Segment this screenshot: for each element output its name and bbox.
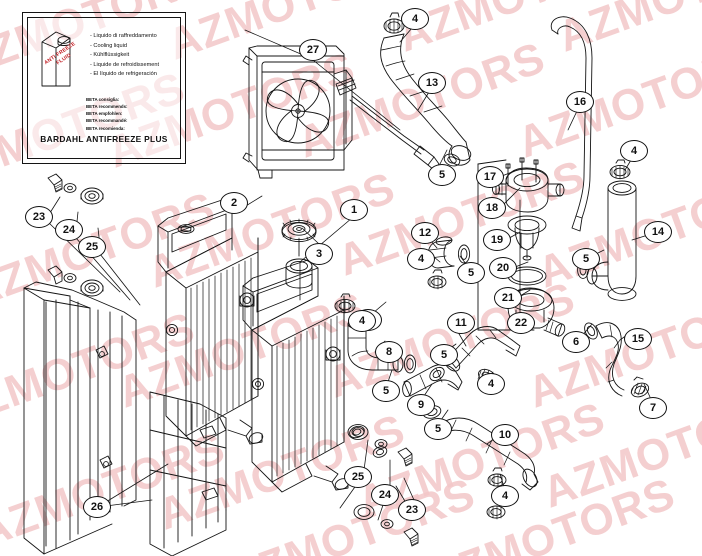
coolant-name-it: - Liquido di raffreddamento — [90, 33, 157, 39]
beta-recommends-es: BETA recomienda: — [86, 125, 125, 131]
beta-recommends-en: BETA recommends: — [86, 104, 128, 110]
callout-26[interactable]: 26 — [83, 496, 111, 518]
callout-27[interactable]: 27 — [299, 39, 327, 61]
coolant-info-inner: ANTI FREEZE FLUID - Liquido di raffredda… — [27, 17, 181, 159]
callout-3[interactable]: 3 — [305, 243, 333, 265]
callout-24[interactable]: 24 — [55, 219, 83, 241]
coolant-name-en: - Cooling liquid — [90, 42, 128, 49]
callout-5[interactable]: 5 — [457, 262, 485, 284]
callout-4[interactable]: 4 — [491, 485, 519, 507]
callout-17[interactable]: 17 — [476, 166, 504, 188]
callout-15[interactable]: 15 — [624, 328, 652, 350]
coolant-bottle-illustration: ANTI FREEZE FLUID — [38, 28, 84, 90]
callout-4[interactable]: 4 — [407, 248, 435, 270]
callout-12[interactable]: 12 — [411, 222, 439, 244]
callout-13[interactable]: 13 — [418, 72, 446, 94]
callout-1[interactable]: 1 — [340, 199, 368, 221]
callout-24[interactable]: 24 — [371, 484, 399, 506]
coolant-name-es: - El líquido de refrigeración — [90, 71, 157, 78]
coolant-names-list: - Liquido di raffreddamento - Cooling li… — [90, 32, 159, 80]
beta-recommends-it: BETA consiglia: — [86, 97, 120, 102]
coolant-name-fr: - Liquide de refroidissement — [90, 61, 160, 68]
callout-20[interactable]: 20 — [489, 257, 517, 279]
recommended-product-name: BARDAHL ANTIFREEZE PLUS — [40, 134, 168, 144]
callout-23[interactable]: 23 — [25, 206, 53, 228]
beta-recommends-fr: BETA recommandé: — [86, 118, 128, 124]
callout-25[interactable]: 25 — [78, 236, 106, 258]
callout-5[interactable]: 5 — [430, 344, 458, 366]
callout-23[interactable]: 23 — [398, 499, 426, 521]
coolant-name-de: - Kühlflüssigkeit — [90, 52, 130, 59]
beta-recommends-de: BETA empfohlen: — [86, 111, 123, 117]
beta-recommends-list: BETA consiglia: BETA recommends: BETA em… — [86, 96, 127, 132]
callout-9[interactable]: 9 — [407, 394, 435, 416]
callout-21[interactable]: 21 — [494, 287, 522, 309]
callout-16[interactable]: 16 — [566, 91, 594, 113]
callout-4[interactable]: 4 — [401, 8, 429, 30]
callout-14[interactable]: 14 — [644, 221, 672, 243]
callout-5[interactable]: 5 — [424, 418, 452, 440]
callout-5[interactable]: 5 — [372, 380, 400, 402]
callout-4[interactable]: 4 — [620, 140, 648, 162]
callout-11[interactable]: 11 — [447, 312, 475, 334]
callout-22[interactable]: 22 — [507, 312, 535, 334]
callout-5[interactable]: 5 — [428, 164, 456, 186]
callout-4[interactable]: 4 — [348, 310, 376, 332]
callout-19[interactable]: 19 — [483, 229, 511, 251]
callout-2[interactable]: 2 — [220, 192, 248, 214]
callout-4[interactable]: 4 — [477, 373, 505, 395]
callout-8[interactable]: 8 — [375, 341, 403, 363]
callout-25[interactable]: 25 — [344, 466, 372, 488]
coolant-info-box: ANTI FREEZE FLUID - Liquido di raffredda… — [22, 12, 186, 164]
callout-7[interactable]: 7 — [639, 397, 667, 419]
callout-5[interactable]: 5 — [572, 248, 600, 270]
callout-10[interactable]: 10 — [491, 424, 519, 446]
callout-18[interactable]: 18 — [478, 197, 506, 219]
callout-6[interactable]: 6 — [562, 331, 590, 353]
